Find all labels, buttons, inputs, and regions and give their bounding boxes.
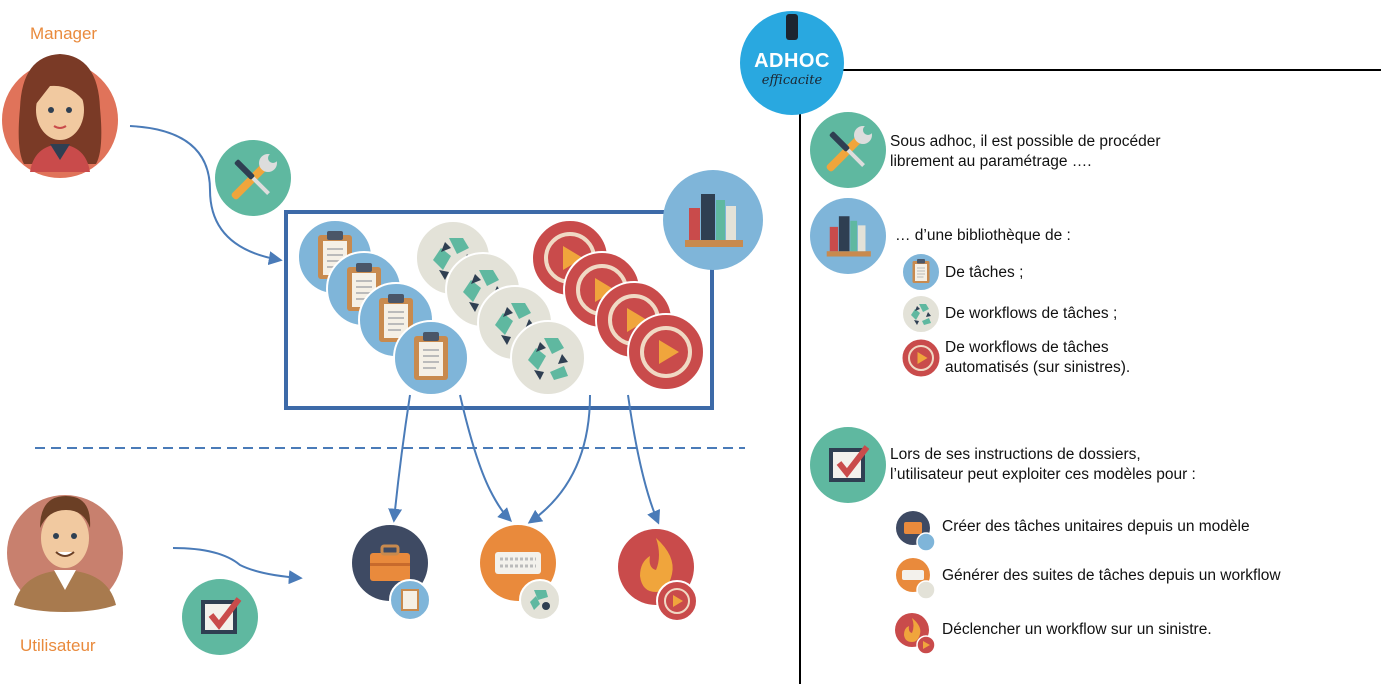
usage-item-generate: Générer des suites de tâches depuis un w… bbox=[942, 567, 1281, 584]
flow-arrows bbox=[129, 125, 661, 585]
adhoc-logo bbox=[740, 11, 844, 115]
library-intro: … d’une bibliothèque de : bbox=[895, 227, 1071, 244]
usage-text: Lors de ses instructions de dossiers, l’… bbox=[890, 446, 1196, 483]
panel-books-icon bbox=[810, 198, 886, 274]
books-icon bbox=[663, 170, 763, 270]
config-text: Sous adhoc, il est possible de procéder … bbox=[890, 133, 1161, 170]
panel-play-icon bbox=[901, 338, 941, 378]
library-item-tasks: De tâches ; bbox=[945, 264, 1024, 281]
panel-fire-icon bbox=[895, 613, 936, 655]
panel-workflow-icon bbox=[902, 295, 940, 333]
panel-checkbox-icon bbox=[810, 427, 886, 503]
logo-subtitle: efficacite bbox=[761, 73, 823, 88]
library-item-workflows: De workflows de tâches ; bbox=[945, 305, 1118, 322]
logo-title: ADHOC bbox=[754, 50, 830, 72]
user-label: Utilisateur bbox=[20, 636, 96, 655]
panel-briefcase-icon bbox=[896, 511, 936, 552]
usage-item-trigger: Déclencher un workflow sur un sinistre. bbox=[942, 621, 1212, 638]
library-item-automated: De workflows de tâches automatisés (sur … bbox=[945, 339, 1131, 376]
panel-keyboard-icon bbox=[896, 558, 936, 600]
user-avatar bbox=[7, 495, 123, 612]
panel-clipboard-icon bbox=[902, 253, 940, 291]
manager-avatar bbox=[2, 54, 118, 178]
panel-tools-icon bbox=[810, 112, 886, 188]
tools-icon bbox=[215, 140, 291, 216]
checkbox-icon bbox=[182, 579, 258, 655]
fire-icon bbox=[618, 529, 698, 622]
manager-label: Manager bbox=[30, 24, 98, 43]
briefcase-icon bbox=[352, 525, 431, 621]
usage-item-create: Créer des tâches unitaires depuis un mod… bbox=[942, 518, 1250, 535]
keyboard-icon bbox=[480, 525, 561, 621]
